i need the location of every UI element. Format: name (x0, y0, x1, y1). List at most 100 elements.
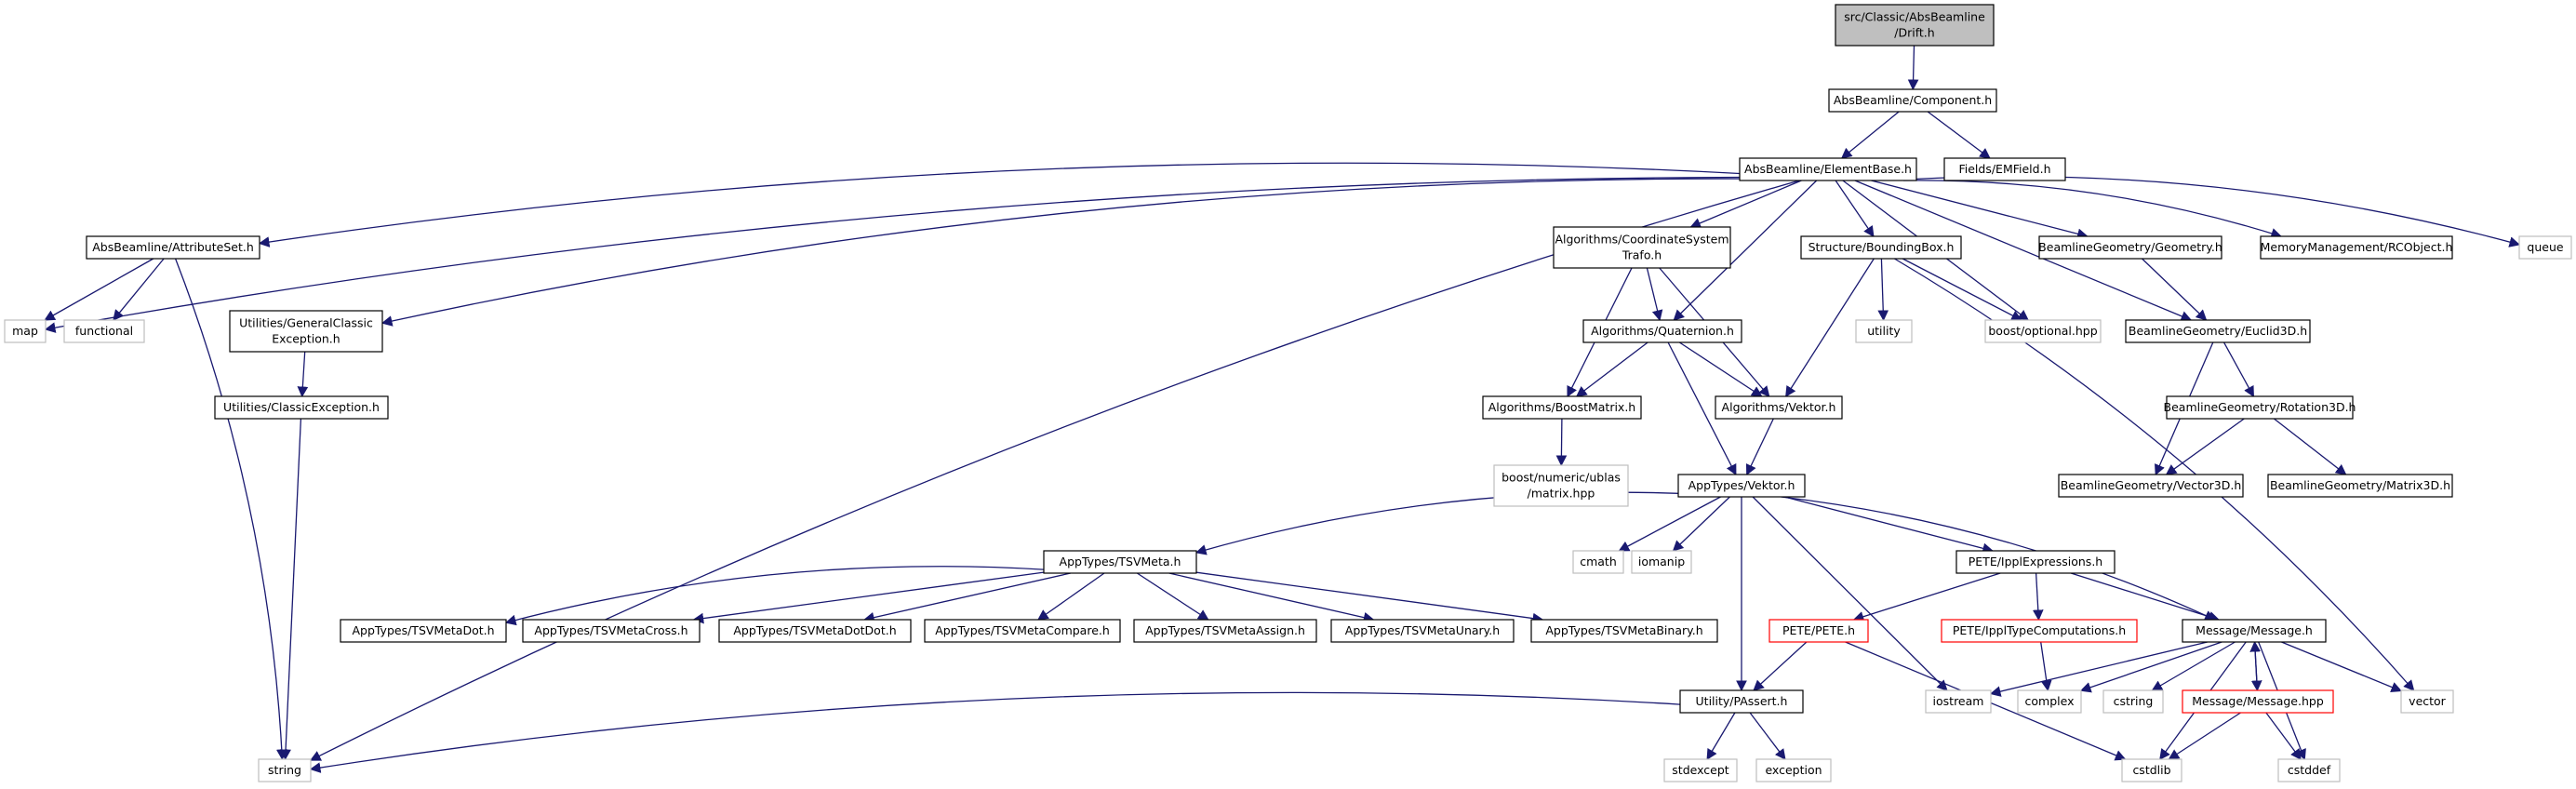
node-label: stdexcept (1672, 763, 1728, 777)
node-label: PETE/IpplExpressions.h (1969, 555, 2102, 568)
node-message[interactable]: Message/Message.h (2182, 619, 2327, 643)
node-cstdlib: cstdlib (2121, 758, 2182, 782)
node-box (1133, 619, 1317, 643)
node-box (86, 235, 260, 260)
nodes-layer: src/Classic/AbsBeamline/Drift.hAbsBeamli… (4, 4, 2572, 782)
node-tsvunary[interactable]: AppTypes/TSVMetaUnary.h (1330, 619, 1515, 643)
node-label: map (12, 324, 38, 338)
node-cstddef: cstddef (2277, 758, 2341, 782)
edge-tsvmeta-to-tsvunary (1168, 572, 1375, 623)
node-boundingbox[interactable]: Structure/BoundingBox.h (1800, 235, 1962, 260)
node-rotation3d[interactable]: BeamlineGeometry/Rotation3D.h (2164, 395, 2356, 420)
node-ipplexpr[interactable]: PETE/IpplExpressions.h (1955, 550, 2116, 574)
node-messagehpp[interactable]: Message/Message.hpp (2182, 689, 2334, 714)
node-label: boost/optional.hpp (1988, 324, 2097, 338)
node-euclid3d[interactable]: BeamlineGeometry/Euclid3D.h (2125, 319, 2311, 343)
node-box (1835, 4, 1995, 47)
node-tsvbinary[interactable]: AppTypes/TSVMetaBinary.h (1530, 619, 1718, 643)
node-drift[interactable]: src/Classic/AbsBeamline/Drift.h (1835, 4, 1995, 47)
node-label: BeamlineGeometry/Matrix3D.h (2270, 478, 2450, 492)
node-label: AbsBeamline/Component.h (1834, 93, 1992, 107)
node-label: AppTypes/TSVMetaBinary.h (1545, 623, 1702, 637)
node-tsvmeta[interactable]: AppTypes/TSVMeta.h (1043, 550, 1197, 574)
node-tsvdot[interactable]: AppTypes/TSVMetaDot.h (340, 619, 507, 643)
node-label: cmath (1580, 555, 1617, 568)
edge-elementbase-to-genclassicexc (380, 178, 1741, 327)
node-quaternion[interactable]: Algorithms/Quaternion.h (1582, 319, 1742, 343)
node-label: Exception.h (272, 332, 340, 346)
node-classicexc[interactable]: Utilities/ClassicException.h (214, 395, 389, 420)
node-string: string (258, 758, 312, 782)
edge-tsvmeta-to-tsvdotdot (863, 572, 1071, 623)
node-vector3d[interactable]: BeamlineGeometry/Vector3D.h (2058, 474, 2244, 498)
node-box (1941, 619, 2138, 643)
node-box (1582, 319, 1742, 343)
edge-drift-to-component (1907, 45, 1919, 91)
node-stdexcept: stdexcept (1663, 758, 1738, 782)
node-ippltypecomp[interactable]: PETE/IpplTypeComputations.h (1941, 619, 2138, 643)
edge-appvektor-to-cmath (1618, 496, 1721, 552)
node-tsvcompare[interactable]: AppTypes/TSVMetaCompare.h (924, 619, 1121, 643)
node-box (1828, 88, 1997, 113)
edge-attributeset-to-map (44, 258, 154, 321)
node-label: Utility/PAssert.h (1696, 694, 1788, 708)
edge-geometry-to-euclid3d (2142, 258, 2208, 321)
node-functional: functional (63, 319, 145, 343)
edge-passert-to-exception (1749, 712, 1786, 760)
node-label: src/Classic/AbsBeamline (1844, 10, 1985, 24)
edge-tsvmeta-to-tsvcompare (1037, 572, 1105, 621)
node-cmath: cmath (1572, 550, 1624, 574)
node-box (1631, 550, 1692, 574)
node-matrix3d[interactable]: BeamlineGeometry/Matrix3D.h (2267, 474, 2453, 498)
node-label: vector (2409, 694, 2447, 708)
node-elementbase[interactable]: AbsBeamline/ElementBase.h (1739, 157, 1917, 181)
edge-euclid3d-to-rotation3d (2223, 341, 2254, 398)
node-tsvassign[interactable]: AppTypes/TSVMetaAssign.h (1133, 619, 1317, 643)
edge-messagehpp-to-cstddef (2265, 712, 2302, 760)
node-label: Utilities/GeneralClassic (239, 316, 373, 330)
node-label: Structure/BoundingBox.h (1809, 240, 1955, 254)
node-geometry[interactable]: BeamlineGeometry/Geometry.h (2038, 235, 2222, 260)
node-box (2400, 689, 2454, 714)
node-box (340, 619, 507, 643)
node-boostmatrix[interactable]: Algorithms/BoostMatrix.h (1482, 395, 1642, 420)
node-box (1482, 395, 1642, 420)
node-label: BeamlineGeometry/Euclid3D.h (2129, 324, 2307, 338)
edge-appvektor-to-iostream (1752, 496, 1948, 691)
node-component[interactable]: AbsBeamline/Component.h (1828, 88, 1997, 113)
node-label: Fields/EMField.h (1958, 162, 2050, 176)
node-rcobject[interactable]: MemoryManagement/RCObject.h (2260, 235, 2453, 260)
edge-genclassicexc-to-classicexc (297, 351, 309, 398)
node-label: AppTypes/TSVMetaAssign.h (1145, 623, 1305, 637)
edge-elementbase-to-queue (1915, 176, 2521, 247)
node-box (2102, 689, 2164, 714)
node-tsvcross[interactable]: AppTypes/TSVMetaCross.h (522, 619, 701, 643)
node-emfield[interactable]: Fields/EMField.h (1943, 157, 2066, 181)
node-label: queue (2527, 240, 2563, 254)
node-exception: exception (1755, 758, 1832, 782)
node-box (214, 395, 389, 420)
edge-component-to-emfield (1927, 111, 1991, 159)
node-label: Trafo.h (1622, 248, 1662, 262)
node-box (1925, 689, 1992, 714)
node-label: cstring (2114, 694, 2154, 708)
edge-elementbase-to-attributeset (258, 162, 1741, 247)
node-label: utility (1867, 324, 1901, 338)
node-label: Algorithms/Vektor.h (1722, 400, 1836, 414)
edge-boundingbox-to-utility (1877, 258, 1889, 322)
node-box (1530, 619, 1718, 643)
node-tsvdotdot[interactable]: AppTypes/TSVMetaDotDot.h (718, 619, 912, 643)
node-label: AppTypes/Vektor.h (1688, 478, 1795, 492)
node-passert[interactable]: Utility/PAssert.h (1679, 689, 1804, 714)
edge-tsvmeta-to-tsvdot (504, 566, 1045, 626)
node-attributeset[interactable]: AbsBeamline/AttributeSet.h (86, 235, 260, 260)
node-appvektor[interactable]: AppTypes/Vektor.h (1677, 474, 1806, 498)
node-box (1739, 157, 1917, 181)
edge-boostmatrix-to-ublasmatrix (1555, 418, 1568, 467)
edge-rotation3d-to-vector3d (2165, 418, 2245, 475)
node-algvektor[interactable]: Algorithms/Vektor.h (1715, 395, 1843, 420)
node-pete[interactable]: PETE/PETE.h (1768, 619, 1869, 643)
node-box (1553, 226, 1731, 269)
